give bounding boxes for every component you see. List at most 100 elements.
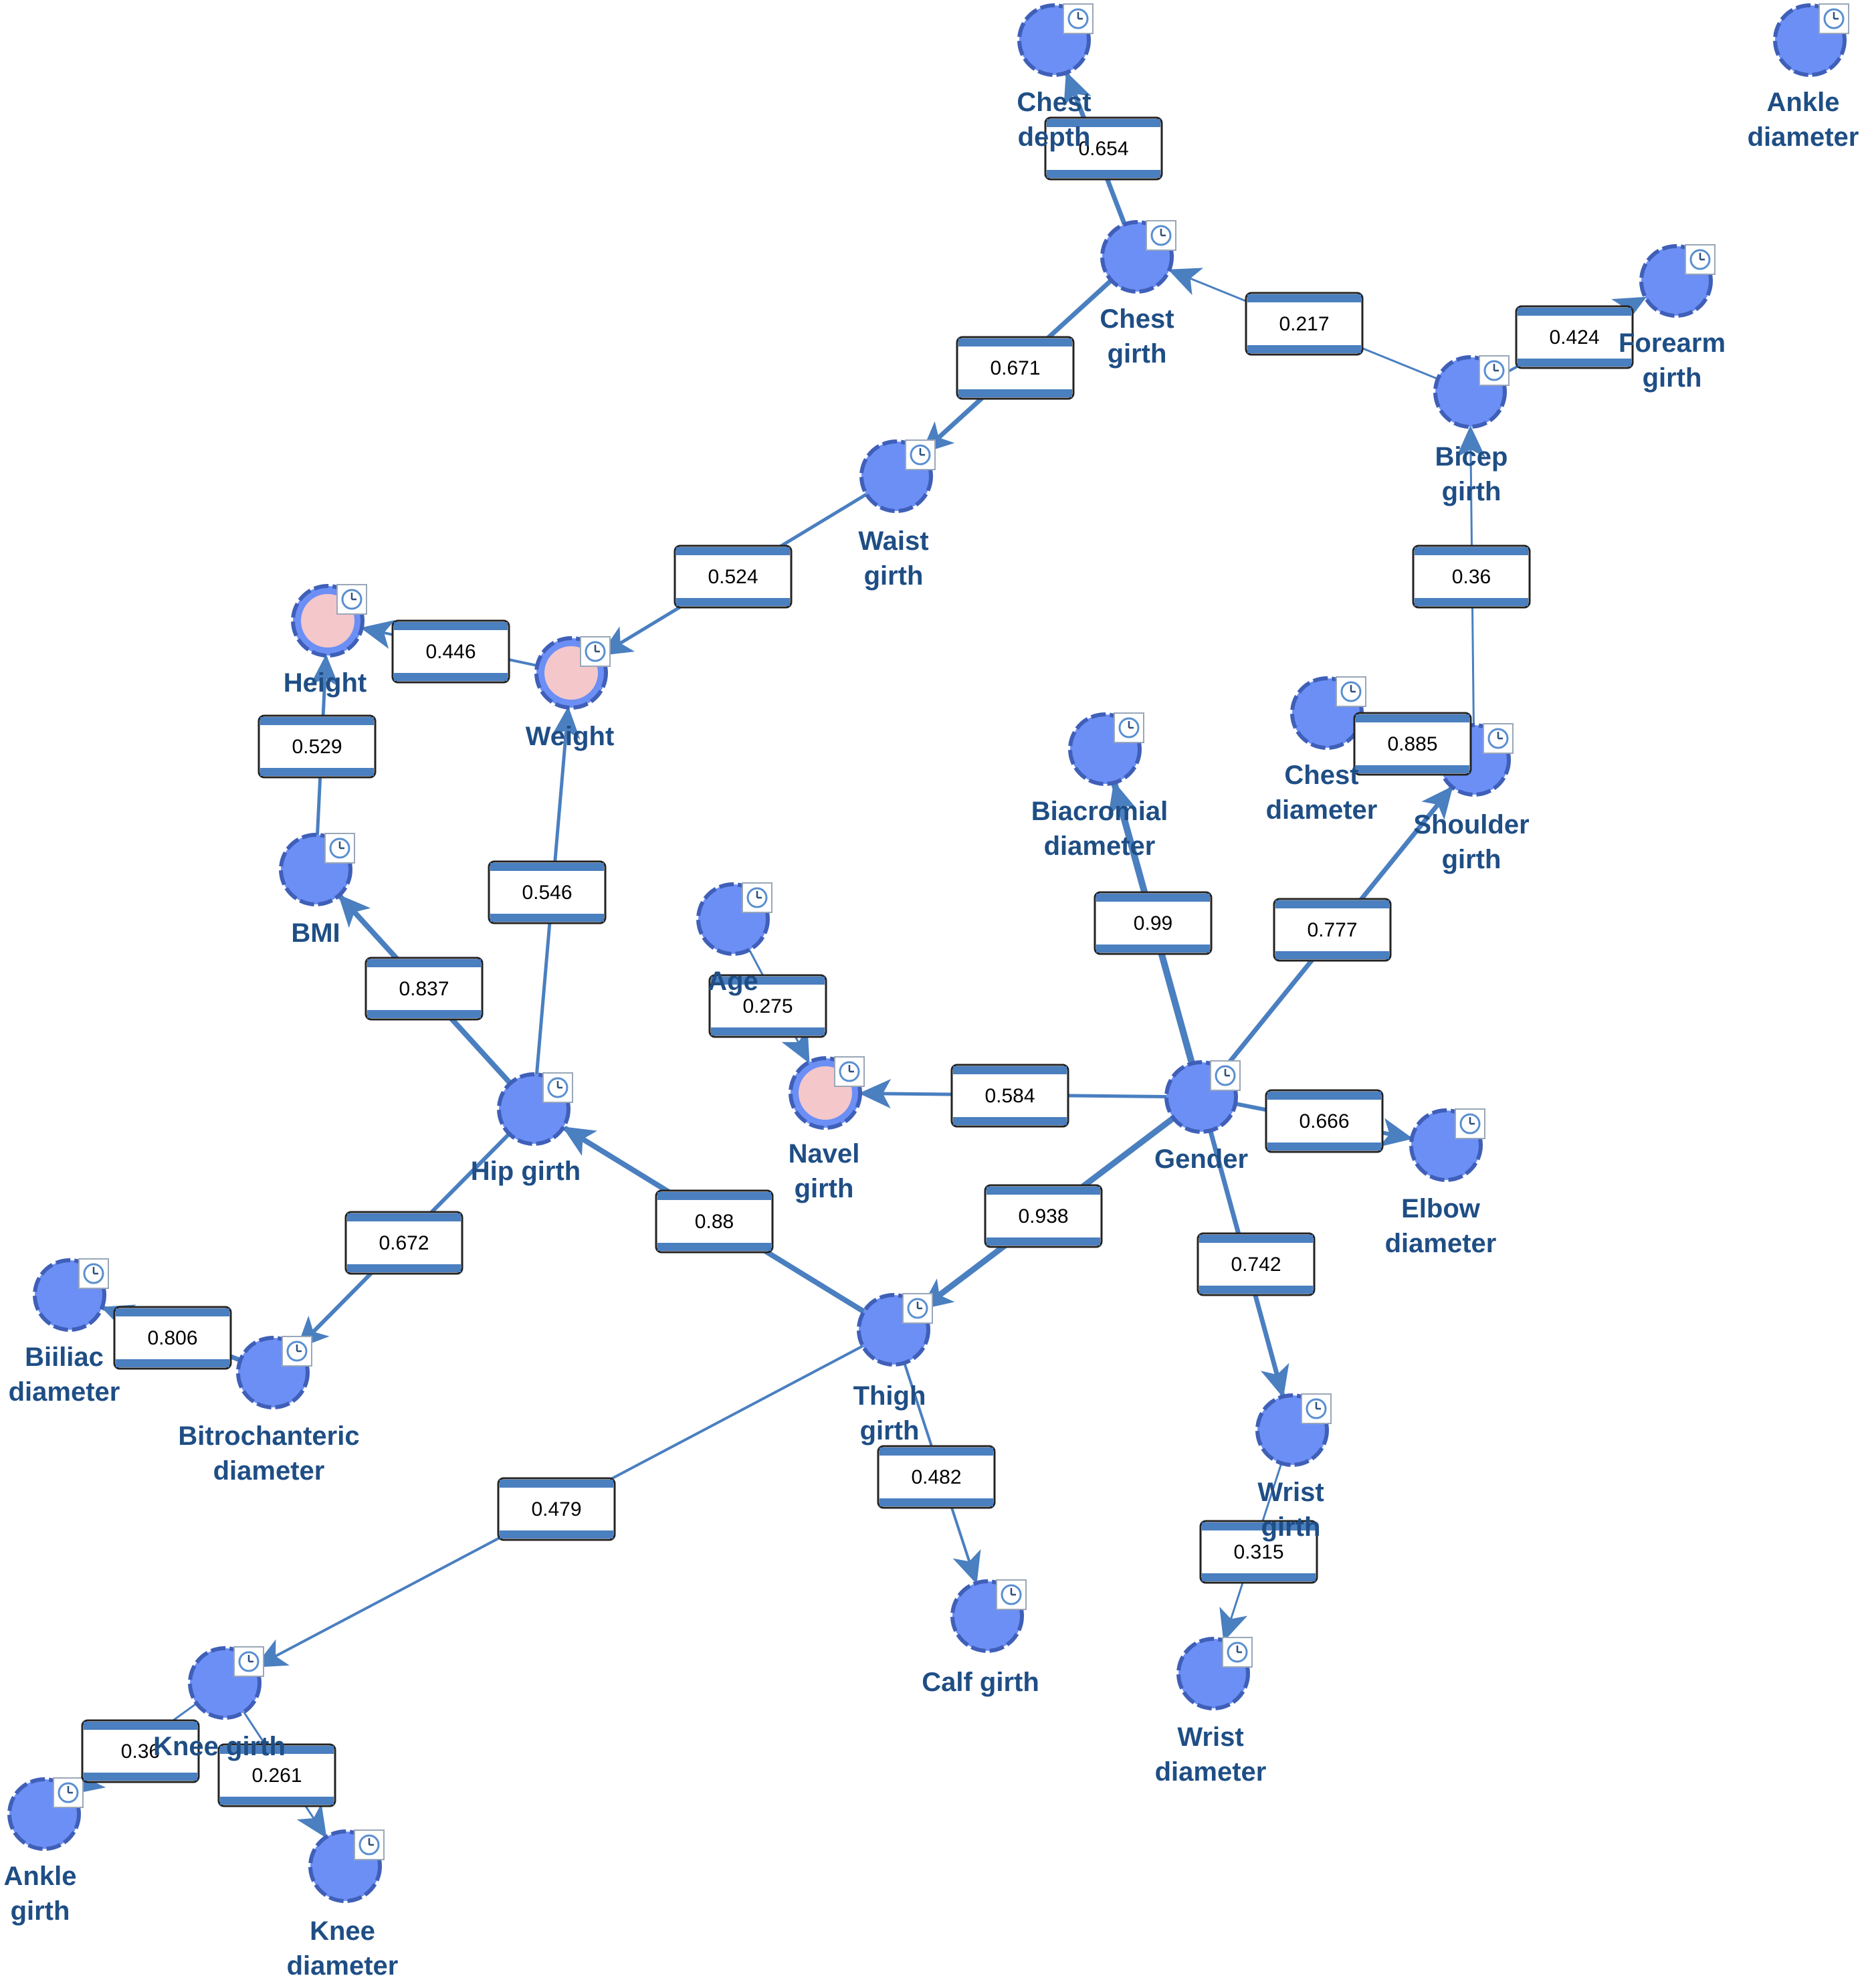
node-chest-diameter[interactable] [1290, 676, 1366, 750]
node-navel-girth[interactable] [789, 1056, 865, 1130]
node-label-line: girth [860, 1416, 920, 1446]
node-label-line: Biiliac [25, 1343, 104, 1372]
edge-weight-text: 0.275 [742, 995, 793, 1017]
node-label-line: diameter [287, 1951, 399, 1981]
edge-weight-text: 0.479 [531, 1498, 581, 1520]
node-bicep-girth[interactable] [1433, 355, 1510, 429]
node-label-line: depth [1018, 122, 1091, 152]
node-bmi[interactable] [279, 833, 355, 906]
node-label-line: girth [795, 1174, 854, 1203]
edge-weight-text: 0.217 [1279, 313, 1329, 335]
node-gender[interactable] [1164, 1060, 1241, 1134]
node-hip-girth[interactable] [497, 1072, 573, 1146]
node-label-line: girth [1442, 845, 1501, 874]
node-label-age: Age [708, 967, 758, 996]
node-label-chest-depth: Chest depth [1017, 88, 1091, 152]
edge-label-bicep-girth-to-forearm-girth: 0.424 [1515, 305, 1634, 369]
edge-weight-text: 0.742 [1231, 1254, 1281, 1276]
node-weight[interactable] [534, 636, 611, 710]
edge-weight-text: 0.837 [399, 978, 449, 1000]
clock-icon [580, 636, 611, 667]
node-label-line: Biacromial [1031, 797, 1168, 826]
node-label-line: Elbow [1401, 1194, 1481, 1223]
edge-weight-text: 0.546 [522, 882, 572, 904]
clock-icon [282, 1336, 312, 1367]
edge-label-gender-to-wrist-girth: 0.742 [1197, 1232, 1316, 1296]
edge-label-waist-girth-to-weight: 0.524 [673, 544, 793, 609]
node-calf-girth[interactable] [950, 1579, 1027, 1653]
node-label-line: girth [864, 561, 924, 591]
node-label-line: diameter [1266, 795, 1378, 825]
node-label-weight: Weight [526, 722, 615, 751]
node-height[interactable] [291, 584, 367, 658]
node-biiliac-diameter[interactable] [33, 1258, 109, 1332]
node-label-line: Chest [1017, 88, 1091, 117]
edge-weight-text: 0.806 [147, 1327, 197, 1349]
clock-icon [336, 584, 367, 615]
node-biacromial-diameter[interactable] [1068, 712, 1144, 786]
clock-icon [742, 882, 772, 913]
clock-icon [1685, 244, 1716, 275]
node-waist-girth[interactable] [859, 439, 936, 513]
clock-icon [1301, 1393, 1332, 1424]
node-ankle-diameter[interactable] [1773, 3, 1849, 77]
node-label-line: Navel [789, 1139, 860, 1169]
node-label-line: BMI [291, 918, 340, 948]
node-label-line: diameter [1044, 831, 1156, 861]
node-wrist-girth[interactable] [1255, 1393, 1332, 1467]
edge-label-chest-girth-to-chest-depth: 0.654 [1044, 116, 1163, 181]
edge-label-bitrochanteric-diameter-to-biiliac-diameter: 0.806 [113, 1306, 232, 1370]
edge-label-bmi-to-height: 0.529 [257, 714, 377, 779]
clock-icon [834, 1056, 865, 1087]
edge-label-gender-to-shoulder-girth: 0.777 [1273, 898, 1392, 962]
node-label-biacromial-diameter: Biacromial diameter [1031, 797, 1168, 861]
node-label-line: Ankle [4, 1862, 77, 1891]
edge-weight-text: 0.482 [911, 1466, 961, 1488]
edge-label-hip-girth-to-bitrochanteric-diameter: 0.672 [344, 1211, 463, 1275]
edge-label-wrist-girth-to-wrist-diameter: 0.315 [1199, 1520, 1318, 1584]
node-knee-diameter[interactable] [308, 1829, 385, 1903]
clock-icon [1222, 1637, 1253, 1668]
node-forearm-girth[interactable] [1639, 244, 1716, 318]
node-label-line: diameter [1155, 1757, 1267, 1787]
node-label-line: diameter [1385, 1229, 1497, 1258]
node-bitrochanteric-diameter[interactable] [236, 1336, 312, 1409]
clock-icon [905, 439, 936, 470]
clock-icon [1114, 712, 1144, 743]
node-chest-girth[interactable] [1100, 220, 1176, 294]
edge-weight-text: 0.88 [695, 1211, 734, 1233]
node-knee-girth[interactable] [188, 1646, 264, 1720]
edge-weight-text: 0.529 [292, 736, 342, 758]
edge-label-thigh-girth-to-hip-girth: 0.88 [655, 1189, 774, 1254]
edge-weight-text: 0.524 [708, 566, 758, 588]
edge-label-thigh-girth-to-calf-girth: 0.482 [877, 1445, 996, 1509]
clock-icon [542, 1072, 573, 1103]
node-thigh-girth[interactable] [857, 1293, 933, 1367]
node-label-line: diameter [213, 1456, 325, 1486]
node-label-line: diameter [1748, 122, 1859, 152]
edge-label-gender-to-biacromial-diameter: 0.99 [1094, 891, 1213, 955]
node-chest-depth[interactable] [1017, 3, 1094, 77]
node-wrist-diameter[interactable] [1176, 1637, 1253, 1710]
edge-weight-text: 0.36 [1452, 566, 1491, 588]
node-label-elbow-diameter: Elbow diameter [1385, 1194, 1497, 1258]
edge-weight-text: 0.99 [1134, 912, 1172, 934]
node-elbow-diameter[interactable] [1409, 1108, 1485, 1182]
edge-weight-text: 0.672 [379, 1232, 429, 1254]
node-label-line: Wrist [1177, 1722, 1243, 1752]
node-age[interactable] [696, 882, 772, 956]
edge-weight-text: 0.424 [1549, 326, 1599, 349]
node-label-line: girth [1261, 1512, 1321, 1542]
node-ankle-girth[interactable] [7, 1777, 84, 1851]
node-label-hip-girth: Hip girth [471, 1157, 581, 1186]
node-label-line: Calf girth [922, 1668, 1039, 1697]
